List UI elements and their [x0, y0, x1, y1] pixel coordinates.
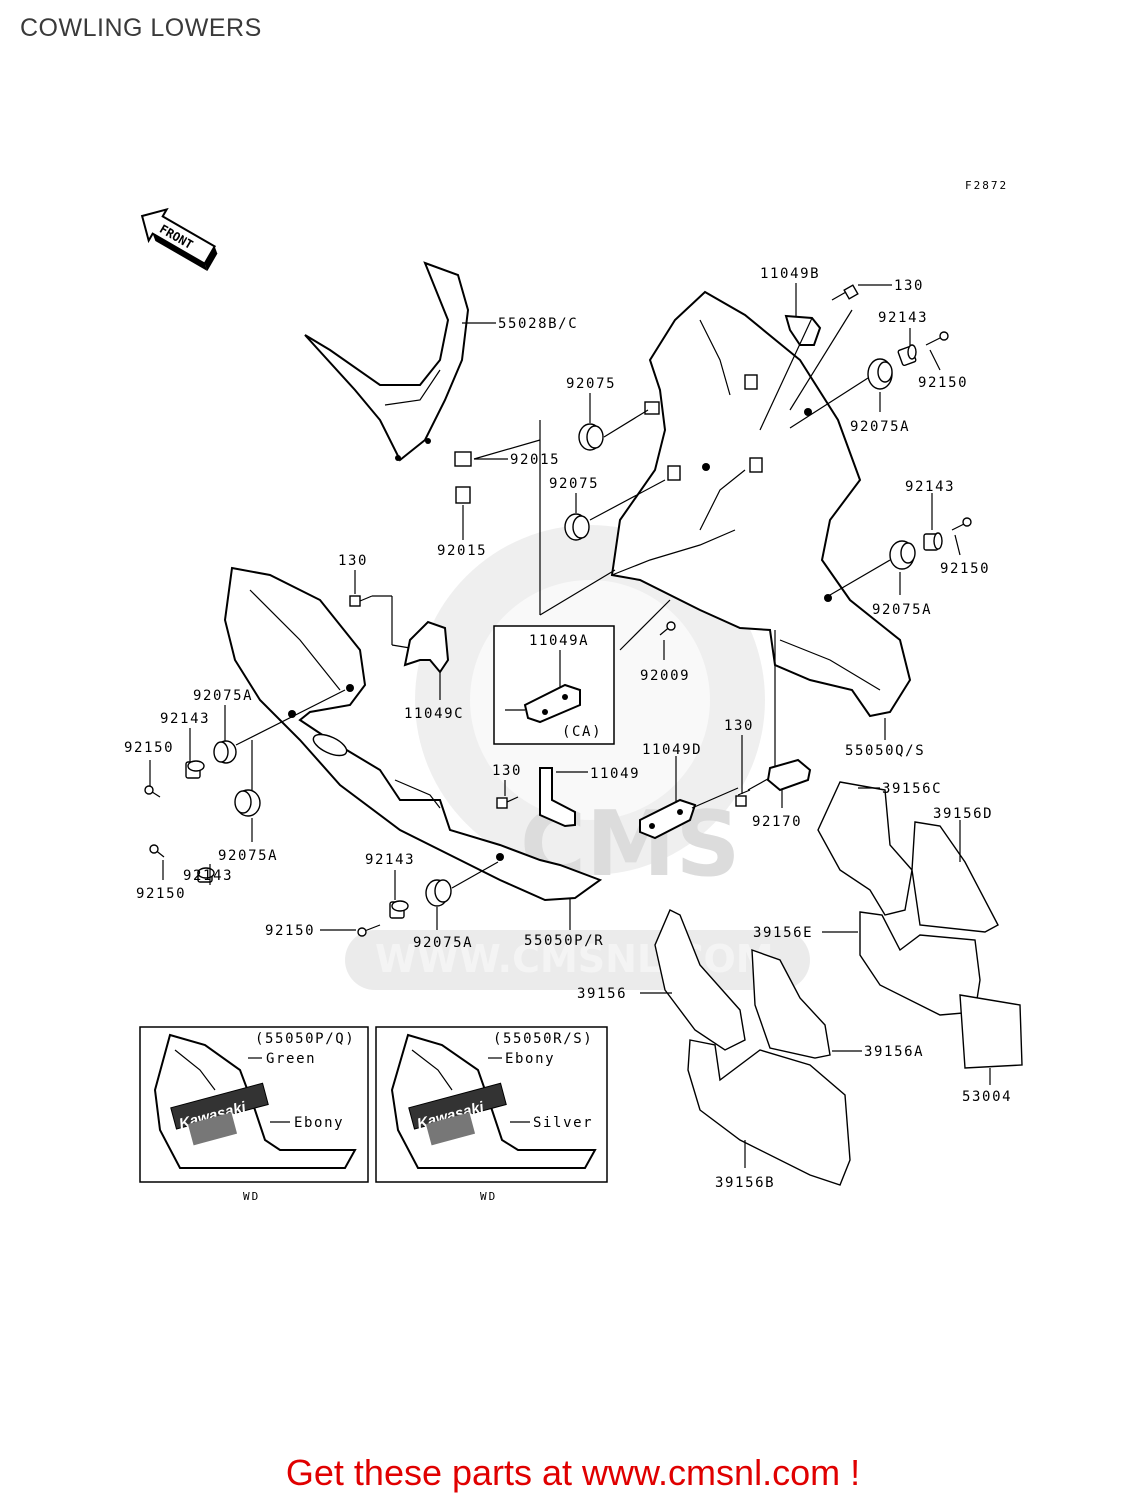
bolt-130-part [831, 284, 859, 301]
label-55050pr: 55050P/R [524, 933, 604, 949]
label-55050qs: 55050Q/S [845, 743, 925, 759]
label-130-center: 130 [492, 763, 522, 779]
grommet-92075-part [564, 513, 590, 541]
grommet-92075a-part [213, 740, 237, 764]
right-cowling-part [610, 290, 912, 718]
label-92150-left-lower: 92150 [136, 886, 186, 902]
label-11049c: 11049C [404, 706, 464, 722]
pad-39156d-part [911, 821, 999, 933]
page-title: COWLING LOWERS [20, 14, 262, 42]
variant-footer-pq: WD [243, 1190, 260, 1203]
screw-92150-part [357, 924, 381, 937]
pad-39156-part [654, 909, 746, 1051]
label-130-right: 130 [724, 718, 754, 734]
grommet-92075-part [578, 423, 604, 451]
clip-92170-part [766, 758, 812, 792]
grommet-92075a-part [425, 879, 452, 907]
label-92075a-upper-right: 92075A [850, 419, 910, 435]
label-11049d: 11049D [642, 742, 702, 758]
screw-92150-part [951, 517, 972, 531]
label-92143-left-upper: 92143 [160, 711, 210, 727]
label-92143-left-lower: 92143 [183, 868, 233, 884]
pad-39156a-part [751, 948, 831, 1059]
left-cowling-part [223, 566, 603, 902]
label-11049a: 11049A [529, 633, 589, 649]
label-92143-bottom: 92143 [365, 852, 415, 868]
clip-nut-part [454, 451, 472, 467]
variant-color-green: Green [266, 1051, 316, 1067]
label-92075-upper: 92075 [566, 376, 616, 392]
label-92075a-right: 92075A [872, 602, 932, 618]
label-92015-lower: 92015 [437, 543, 487, 559]
variant-footer-rs: WD [480, 1190, 497, 1203]
pad-39156e-part [859, 911, 981, 1016]
collar-92143-part [897, 344, 917, 367]
variant-code-rs: (55050R/S) [493, 1031, 593, 1047]
collar-92143-part [389, 900, 409, 919]
label-92009: 92009 [640, 668, 690, 684]
front-arrow-icon: FRONT [140, 207, 218, 271]
label-92015-upper: 92015 [510, 452, 560, 468]
label-92075a-left-lower: 92075A [218, 848, 278, 864]
grommet-92075a-part [867, 358, 893, 390]
figure-code: F2872 [965, 179, 1008, 192]
label-92150-right: 92150 [940, 561, 990, 577]
screw-92150-part [149, 844, 165, 858]
screw-92009-part [659, 621, 676, 636]
label-39156c: 39156C [882, 781, 942, 797]
label-39156d: 39156D [933, 806, 993, 822]
pad-39156c-part [817, 781, 913, 916]
label-53004: 53004 [962, 1089, 1012, 1105]
variant-box-pq: Kawasaki [139, 1026, 369, 1183]
label-92075a-left-upper: 92075A [193, 688, 253, 704]
bolt-130-part [735, 789, 751, 807]
bracket-11049b-part [784, 314, 822, 346]
variant-color-silver: Silver [533, 1115, 593, 1131]
variant-code-pq: (55050P/Q) [255, 1031, 355, 1047]
collar-92143-part [923, 532, 943, 551]
label-92150-left-upper: 92150 [124, 740, 174, 756]
label-55028bc: 55028B/C [498, 316, 578, 332]
label-130-top: 130 [894, 278, 924, 294]
label-92150-bottom: 92150 [265, 923, 315, 939]
bolt-130-part [496, 796, 519, 809]
label-39156b: 39156B [715, 1175, 775, 1191]
label-92143-right: 92143 [905, 479, 955, 495]
clip-nut-part [455, 486, 471, 504]
pad-39156b-part [687, 1039, 851, 1186]
variant-color-ebony: Ebony [294, 1115, 344, 1131]
label-39156e: 39156E [753, 925, 813, 941]
inner-cowling-part [304, 261, 470, 462]
label-92150-top: 92150 [918, 375, 968, 391]
variant-box-rs: Kawasaki [375, 1026, 608, 1183]
label-92143-top: 92143 [878, 310, 928, 326]
screw-92150-part [144, 785, 161, 798]
inset-11049a-ca [493, 625, 615, 745]
label-39156a: 39156A [864, 1044, 924, 1060]
label-11049b: 11049B [760, 266, 820, 282]
label-39156: 39156 [577, 986, 627, 1002]
screw-92150-part [925, 331, 949, 346]
variant-color-ebony-top: Ebony [505, 1051, 555, 1067]
label-92075-lower: 92075 [549, 476, 599, 492]
pad-53004-part [959, 994, 1023, 1069]
label-92075a-bottom: 92075A [413, 935, 473, 951]
label-ca: (CA) [562, 724, 602, 740]
label-92170: 92170 [752, 814, 802, 830]
grommet-92075a-part [234, 789, 261, 817]
collar-92143-part [185, 760, 205, 779]
label-11049: 11049 [590, 766, 640, 782]
bracket-11049-part [539, 767, 576, 828]
grommet-92075a-part [889, 540, 916, 570]
bolt-130-part [349, 595, 373, 607]
label-130-left: 130 [338, 553, 368, 569]
promo-link-text[interactable]: Get these parts at www.cmsnl.com ! [285, 1452, 861, 1493]
